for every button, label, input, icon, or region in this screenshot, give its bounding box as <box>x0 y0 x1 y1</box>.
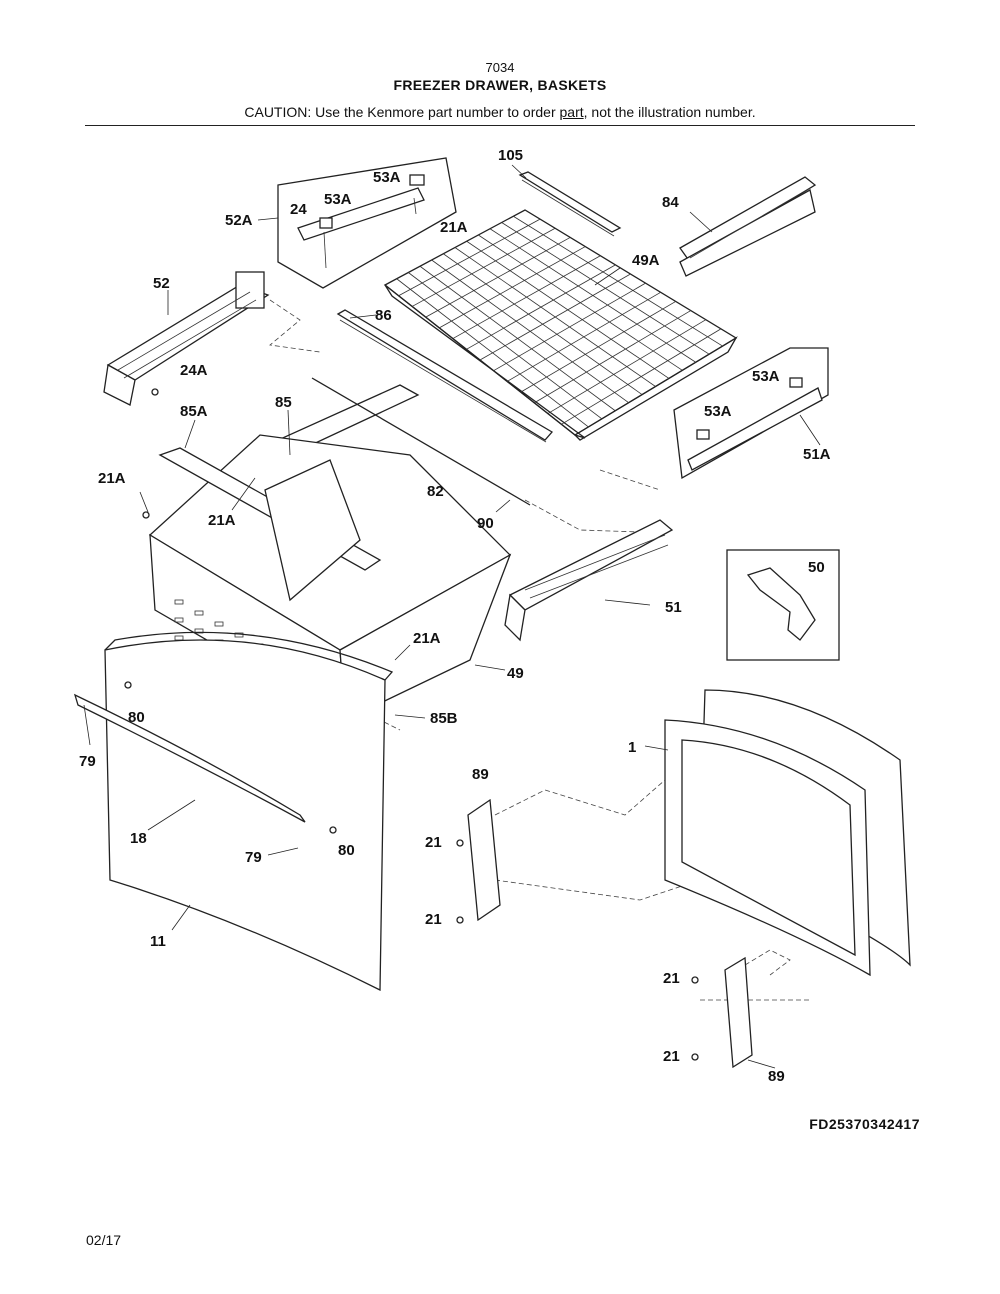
basket-wire <box>561 328 722 425</box>
basket-divider-105 <box>518 171 622 237</box>
callout-89-a: 89 <box>472 766 489 783</box>
callout-52A: 52A <box>225 212 253 229</box>
callout-49: 49 <box>507 665 524 682</box>
model-number: 7034 <box>485 60 515 75</box>
callout-21-a: 21 <box>425 834 442 851</box>
callout-53A-right-1: 53A <box>752 368 780 385</box>
callout-82: 82 <box>427 483 444 500</box>
callout-21-d: 21 <box>663 1048 680 1065</box>
callout-85A: 85A <box>180 403 208 420</box>
basket-wire <box>493 282 646 372</box>
callout-51: 51 <box>665 599 682 616</box>
basket-wire <box>439 246 586 329</box>
callout-18: 18 <box>130 830 147 847</box>
caution-suffix: , not the illustration number. <box>583 104 756 120</box>
mounting-bracket-89-lower <box>724 956 753 1069</box>
basket-wire <box>425 237 571 318</box>
mounting-bracket-89-upper <box>467 798 501 922</box>
caution-note: CAUTION: Use the Kenmore part number to … <box>0 104 1000 120</box>
callout-79-b: 79 <box>245 849 262 866</box>
basket-vent-slot <box>174 635 184 641</box>
callout-84: 84 <box>662 194 679 211</box>
basket-wire <box>452 255 601 339</box>
callout-53A-top: 53A <box>373 169 401 186</box>
callout-89-b: 89 <box>768 1068 785 1085</box>
header-rule <box>85 125 915 126</box>
callout-52: 52 <box>153 275 170 292</box>
callout-24A: 24A <box>180 362 208 379</box>
callout-85: 85 <box>275 394 292 411</box>
caution-prefix: CAUTION: Use the Kenmore part number to … <box>244 104 560 120</box>
callout-21A-top: 21A <box>440 219 468 236</box>
callout-53A-mid: 53A <box>324 191 352 208</box>
front-trim-86 <box>336 309 554 443</box>
callout-53A-right-2: 53A <box>704 403 732 420</box>
callout-86: 86 <box>375 307 392 324</box>
callout-51A: 51A <box>803 446 831 463</box>
callout-21A-front: 21A <box>413 630 441 647</box>
part-50-inset-box <box>726 549 840 661</box>
rail-kit-box-right <box>673 347 829 480</box>
callout-79-a: 79 <box>79 753 96 770</box>
callout-11: 11 <box>150 933 166 950</box>
door-gasket-frame-1 <box>664 689 911 977</box>
assembly-guide-lines <box>269 299 810 1001</box>
callout-85B: 85B <box>430 710 458 727</box>
basket-vent-slot <box>234 632 244 638</box>
callout-105: 105 <box>498 147 523 164</box>
basket-wire <box>398 218 541 297</box>
basket-wire <box>411 227 556 307</box>
callout-80-b: 80 <box>338 842 355 859</box>
revision-date: 02/17 <box>86 1232 122 1248</box>
document-id: FD25370342417 <box>809 1116 920 1132</box>
drawer-front-11 <box>73 631 394 992</box>
basket-wire <box>547 319 707 414</box>
callout-80-a: 80 <box>128 709 145 726</box>
callout-21-b: 21 <box>425 911 442 928</box>
basket-vent-slot <box>174 599 184 605</box>
callout-1: 1 <box>628 739 636 756</box>
basket-wire <box>466 264 616 350</box>
slide-rail-84 <box>679 176 817 277</box>
slide-rail-52 <box>103 271 270 406</box>
upper-wire-basket-49A <box>383 209 738 441</box>
callout-24: 24 <box>290 201 307 218</box>
diagram-title: FREEZER DRAWER, BASKETS <box>393 77 607 93</box>
basket-vent-slot <box>194 610 204 616</box>
slide-rail-51 <box>504 519 674 642</box>
callout-49A: 49A <box>632 252 660 269</box>
hardware-screws <box>124 388 699 1061</box>
callout-50: 50 <box>808 559 825 576</box>
callout-21A-left: 21A <box>98 470 126 487</box>
basket-wire <box>534 310 691 404</box>
callout-leader-lines <box>83 164 821 1069</box>
basket-wire <box>520 301 676 393</box>
basket-vent-slot <box>174 617 184 623</box>
callout-21-c: 21 <box>663 970 680 987</box>
basket-wire <box>506 291 661 382</box>
callout-21A-inner: 21A <box>208 512 236 529</box>
basket-vent-slot <box>214 621 224 627</box>
basket-wire <box>479 273 631 361</box>
rail-kit-box-left <box>277 157 457 289</box>
callout-90: 90 <box>477 515 494 532</box>
caution-part-link[interactable]: part <box>559 104 584 120</box>
